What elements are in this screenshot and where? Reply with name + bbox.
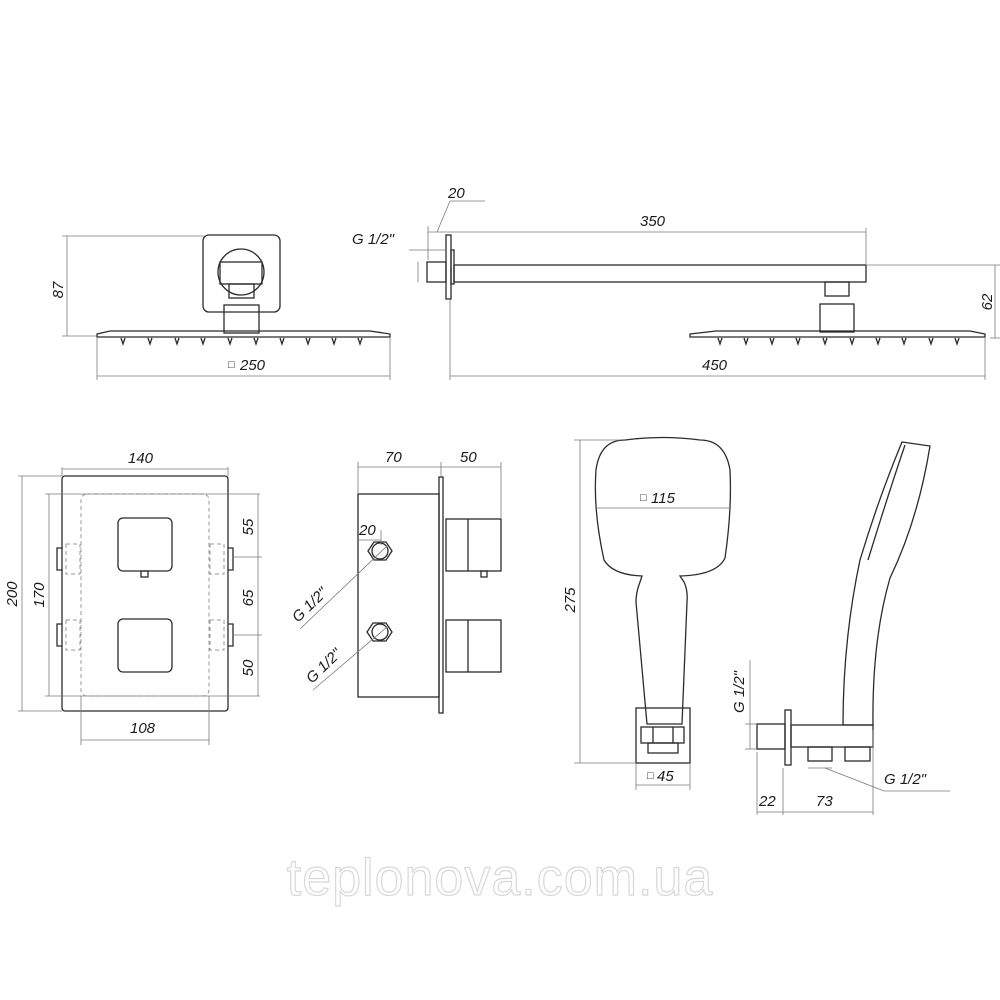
overhead-shower-front-view: 87 □ 250 [50,234,391,380]
knob-depth-label: 50 [460,449,477,466]
top-knob-side [445,518,502,572]
nozzles-side [717,337,960,347]
flow-knob [117,618,173,673]
hand-shower-head [594,436,732,725]
holder-body [790,724,874,748]
spacing-top-label: 55 [240,518,257,535]
square-symbol: □ [647,770,654,782]
knob-indicator [140,570,149,578]
mixer-height-label: 200 [4,581,21,608]
thread-label: G 1/2" [352,231,395,248]
mixer-width-label: 140 [128,450,154,467]
wall-flange [445,234,452,300]
square-symbol: □ [640,492,647,504]
outlet-stub [756,723,786,750]
hose-nut [640,726,685,744]
mixer-plate-edge [438,476,444,714]
wall-flange [784,709,792,766]
flange-dim-label: 20 [447,185,465,202]
mixer-side-view: 70 50 20 G 1/2" G 1/2" [289,449,502,714]
connector-nut [219,261,263,285]
base-dim-label: 45 [657,768,674,785]
square-symbol: □ [228,359,235,371]
head-width-label: 115 [651,490,676,507]
mixer-plate [61,475,229,712]
spacing-mid-label: 65 [240,589,257,606]
hand-shower-side-view: G 1/2" G 1/2" 22 73 [731,441,950,815]
body-depth-label: 70 [385,449,402,466]
arm-dim-label: 350 [640,213,666,230]
hose-thread [647,742,679,754]
bottom-knob-side [445,619,502,673]
rain-head-plate-side [689,330,986,338]
drop-dim-label: 62 [979,293,996,310]
inner-width-label: 108 [130,720,156,737]
inlet-hex-top [367,541,393,561]
watermark: teplonova.com.ua [287,849,714,907]
vertical-thread-label: G 1/2" [731,670,748,713]
total-dim-label: 450 [702,357,728,374]
height-dim-label: 87 [50,281,67,298]
width-dim-label: 250 [239,357,266,374]
mixer-front-view: 140 200 170 108 55 65 50 [4,450,262,745]
overhead-shower-side-view: G 1/2" 20 350 450 62 [352,185,1000,380]
thermostat-knob [117,517,173,572]
depth-b-label: 73 [816,793,833,810]
outlet-thread-label: G 1/2" [884,771,927,788]
thread-stub [426,261,447,283]
inner-height-label: 170 [31,582,48,608]
inlet-offset-label: 20 [358,522,376,539]
inlet-hex-bottom [366,622,393,642]
head-connector [819,303,855,333]
outlet-thread [807,746,833,762]
nozzles [120,337,363,347]
rain-head-plate [96,330,391,338]
arm-stub [223,304,260,334]
wall-plate [202,234,281,313]
hand-shower-front-view: 275 □ 115 □ 45 [562,436,732,790]
hand-shower-profile [842,441,931,726]
hidden-body-outline [80,493,210,697]
depth-a-label: 22 [758,793,776,810]
length-dim-label: 275 [562,587,579,614]
connector-neck [228,283,255,299]
arm-joint [824,281,850,297]
shower-arm [453,264,867,283]
connector-ring [217,248,265,296]
spacing-bottom-label: 50 [240,659,257,676]
wall-holder [635,707,691,764]
